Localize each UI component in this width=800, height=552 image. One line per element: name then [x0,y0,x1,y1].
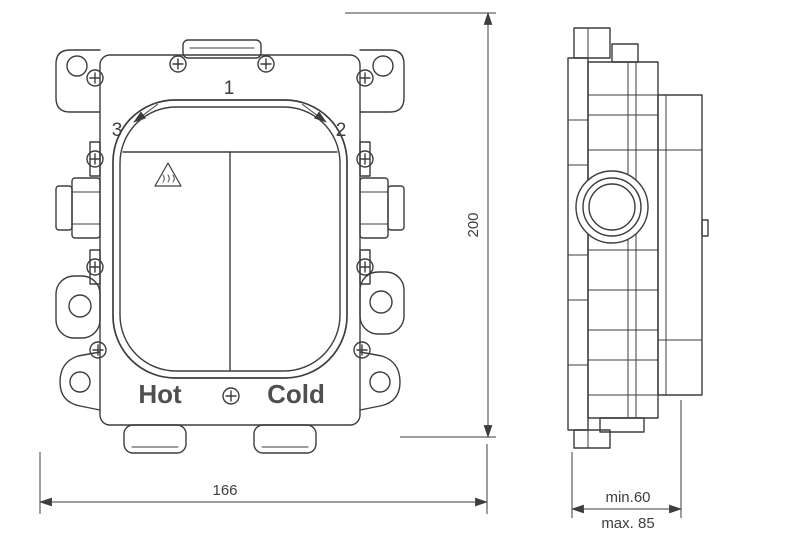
hot-surface-warning-icon [154,162,182,187]
phillips-screw-icon [222,387,240,405]
position-2-label: 2 [336,120,347,141]
mounting-hole [66,55,88,77]
bottom-supply-stub-hot [123,424,187,454]
side-view [567,27,709,449]
side-inlet-port [575,170,649,244]
depth-min-label: min.60 [605,489,650,506]
phillips-screw-icon [86,150,104,168]
top-tab [182,39,262,59]
mounting-plate [99,54,361,426]
width-dimension-label: 166 [212,482,237,499]
phillips-screw-icon [86,258,104,276]
front-view: 1 3 2 Hot Cold [55,39,405,454]
dimension-height: 200 [345,11,496,439]
rear-housing-box [657,94,709,396]
phillips-screw-icon [169,55,187,73]
mounting-hole [69,371,91,393]
bottom-supply-stub-cold [253,424,317,454]
phillips-screw-icon [356,150,374,168]
phillips-screw-icon [89,341,107,359]
phillips-screw-icon [86,69,104,87]
mounting-hole [369,371,391,393]
side-inlet-fitting-left [55,177,101,239]
phillips-screw-icon [353,341,371,359]
position-3-arrow [133,103,159,123]
mounting-hole [68,294,92,318]
height-dimension-label: 200 [465,212,482,237]
depth-max-label: max. 85 [601,515,654,532]
side-inlet-fitting-right [359,177,405,239]
mounting-hole [372,55,394,77]
phillips-screw-icon [356,258,374,276]
hot-label: Hot [138,379,182,409]
dimension-width: 166 [38,444,489,514]
phillips-screw-icon [356,69,374,87]
phillips-screw-icon [257,55,275,73]
dimension-depth: min.60 max. 85 [570,400,683,532]
position-2-arrow [301,103,327,123]
mounting-hole [369,290,393,314]
plaster-guard-cover [112,99,348,379]
position-3-label: 3 [112,120,123,141]
position-1-label: 1 [224,78,235,99]
cold-label: Cold [267,379,325,409]
